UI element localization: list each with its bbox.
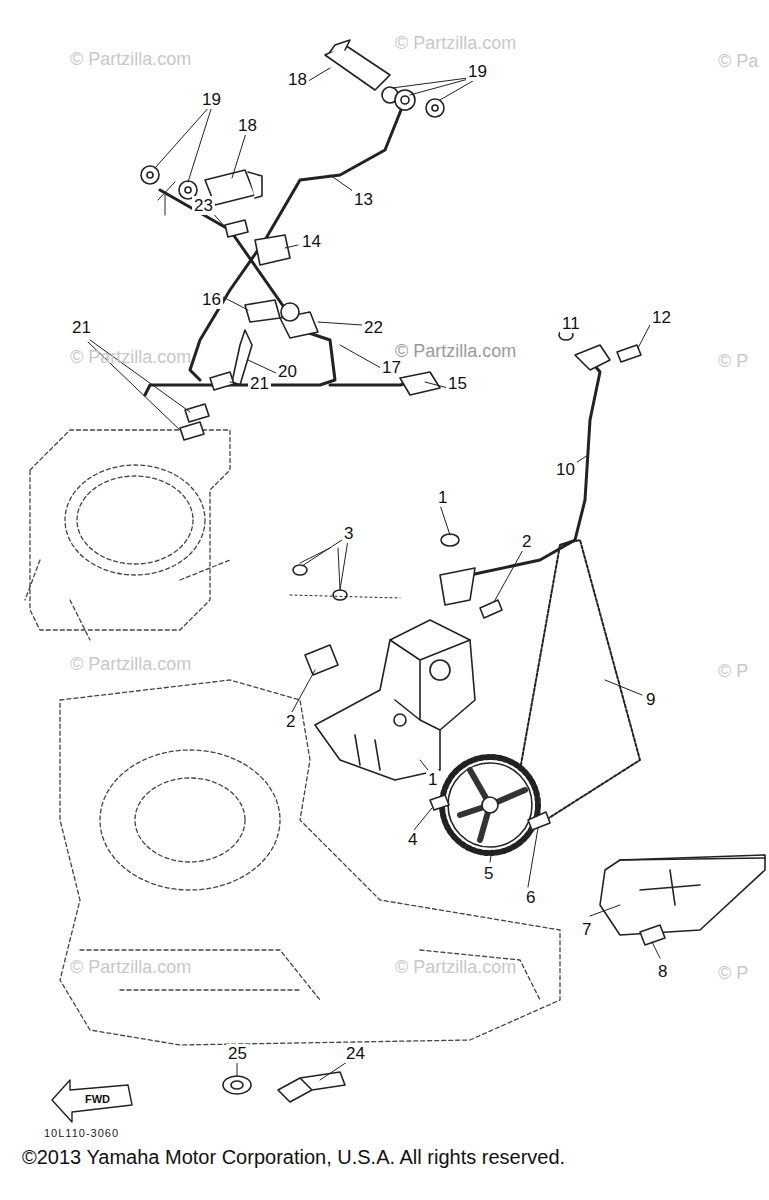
callout-number: 5 bbox=[482, 864, 495, 883]
callout-number: 24 bbox=[344, 1044, 367, 1063]
callout-number: 25 bbox=[226, 1044, 249, 1063]
callout-number: 12 bbox=[650, 308, 673, 327]
callout-number: 8 bbox=[656, 962, 669, 981]
watermark: © Partzilla.com bbox=[395, 958, 516, 976]
callout-number: 21 bbox=[70, 318, 93, 337]
callout-number: 19 bbox=[200, 90, 223, 109]
callout-number: 15 bbox=[446, 374, 469, 393]
drawing-code: 10L110-3060 bbox=[44, 1128, 119, 1139]
callout-number: 18 bbox=[236, 116, 259, 135]
watermark: © Partzilla.com bbox=[70, 958, 191, 976]
callout-number: 22 bbox=[362, 318, 385, 337]
copyright-caption: ©2013 Yamaha Motor Corporation, U.S.A. A… bbox=[22, 1146, 565, 1169]
callout-number: 21 bbox=[248, 374, 271, 393]
callout-number: 6 bbox=[524, 888, 537, 907]
callout-number: 2 bbox=[284, 712, 297, 731]
watermark: © Partzilla.com bbox=[395, 342, 516, 360]
callout-number: 9 bbox=[644, 690, 657, 709]
callout-number: 18 bbox=[286, 70, 309, 89]
callout-number: 2 bbox=[520, 532, 533, 551]
callout-number: 1 bbox=[426, 770, 439, 789]
watermark: © P bbox=[718, 662, 748, 680]
watermark: © Partzilla.com bbox=[70, 655, 191, 673]
callout-number: 23 bbox=[192, 196, 215, 215]
callout-number: 13 bbox=[352, 190, 375, 209]
callout-number: 16 bbox=[200, 290, 223, 309]
callout-number: 4 bbox=[406, 830, 419, 849]
callout-number: 10 bbox=[554, 460, 577, 479]
callout-number: 1 bbox=[436, 488, 449, 507]
watermark: © Partzilla.com bbox=[395, 34, 516, 52]
callout-number: 19 bbox=[466, 62, 489, 81]
watermark: © P bbox=[718, 352, 748, 370]
watermark: © P bbox=[718, 964, 748, 982]
direction-mark: FWD bbox=[84, 1094, 111, 1105]
callout-number: 11 bbox=[560, 314, 582, 333]
callout-number: 20 bbox=[276, 362, 299, 381]
callout-number: 7 bbox=[580, 920, 593, 939]
watermark: © Pa bbox=[718, 52, 758, 70]
callout-number: 17 bbox=[380, 358, 403, 377]
callout-number: 3 bbox=[342, 524, 355, 543]
callout-number: 14 bbox=[300, 232, 323, 251]
watermark: © Partzilla.com bbox=[70, 348, 191, 366]
watermark: © Partzilla.com bbox=[70, 50, 191, 68]
